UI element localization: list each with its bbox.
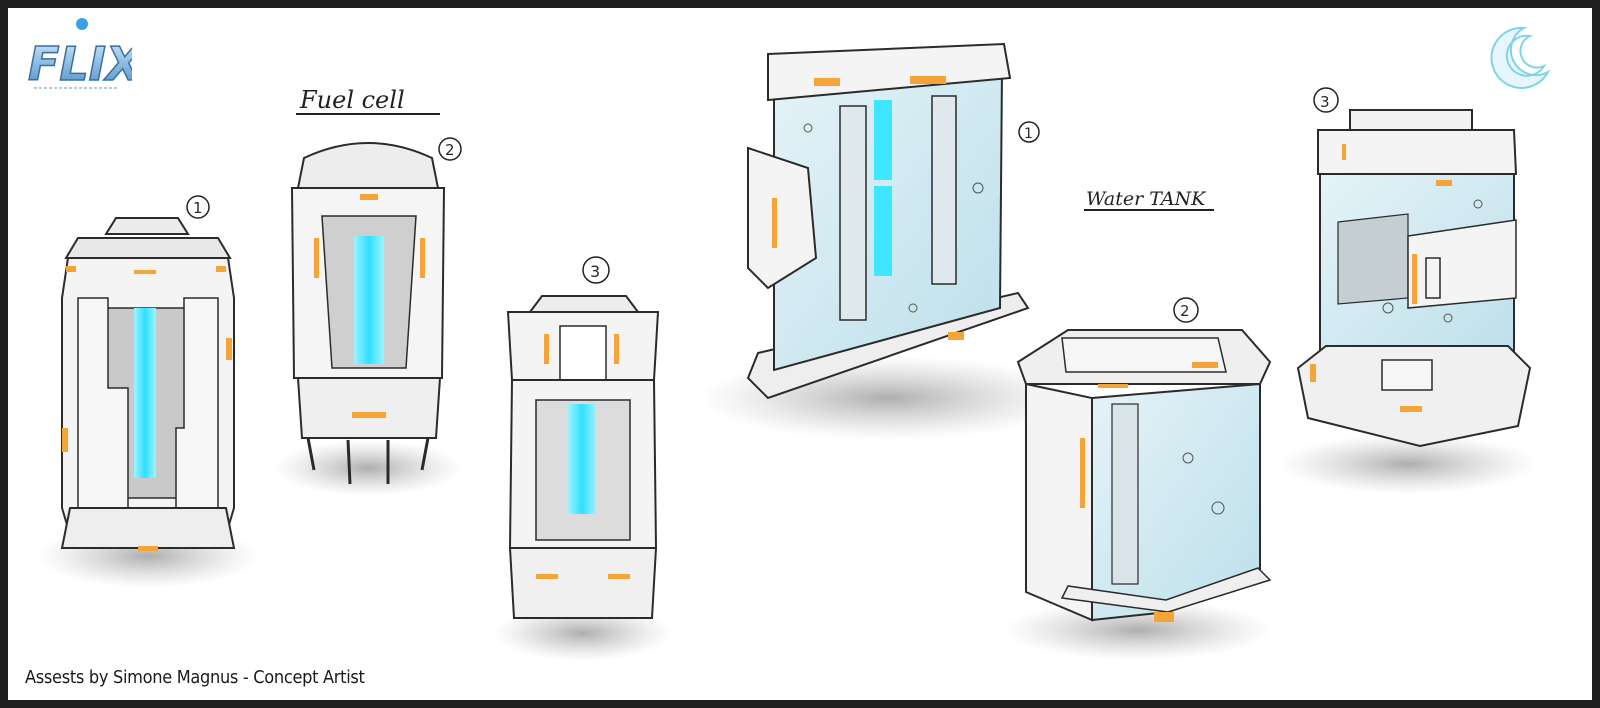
svg-text:3: 3 <box>1320 93 1330 111</box>
water-tank-title: Water TANK <box>1084 188 1214 211</box>
water-tank-2-drawing <box>1003 329 1273 660</box>
fuel-cell-title: Fuel cell <box>296 86 440 115</box>
svg-text:2: 2 <box>1180 302 1190 320</box>
fuel-cell-3-drawing <box>493 295 673 661</box>
fuel-cell-2-drawing <box>273 142 463 496</box>
svg-text:2: 2 <box>445 141 455 159</box>
svg-text:1: 1 <box>1024 126 1033 142</box>
svg-text:Water TANK: Water TANK <box>1086 188 1207 210</box>
svg-text:1: 1 <box>193 199 203 217</box>
fuel-cell-2-label: 2 <box>438 137 462 161</box>
logo-text: FLIX <box>28 37 132 91</box>
crescent-moon-icon <box>1490 26 1551 89</box>
water-tank-3-label: 3 <box>1313 87 1339 113</box>
fuel-cell-1-label: 1 <box>186 195 210 219</box>
water-tank-3-drawing <box>1278 109 1538 494</box>
water-tank-1-label: 1 <box>1018 121 1040 143</box>
svg-text:3: 3 <box>590 262 600 281</box>
water-tank-2-label: 2 <box>1173 297 1199 323</box>
flix-logo: FLIX <box>22 14 145 94</box>
concept-sheet: FLIX Fuel cell <box>8 8 1592 700</box>
svg-text:Fuel cell: Fuel cell <box>299 86 405 114</box>
water-tank-1-drawing <box>698 42 1078 440</box>
artist-credit: Assests by Simone Magnus - Concept Artis… <box>25 667 365 688</box>
fuel-cell-3-label: 3 <box>582 256 610 284</box>
fuel-cell-1-drawing <box>38 217 258 588</box>
